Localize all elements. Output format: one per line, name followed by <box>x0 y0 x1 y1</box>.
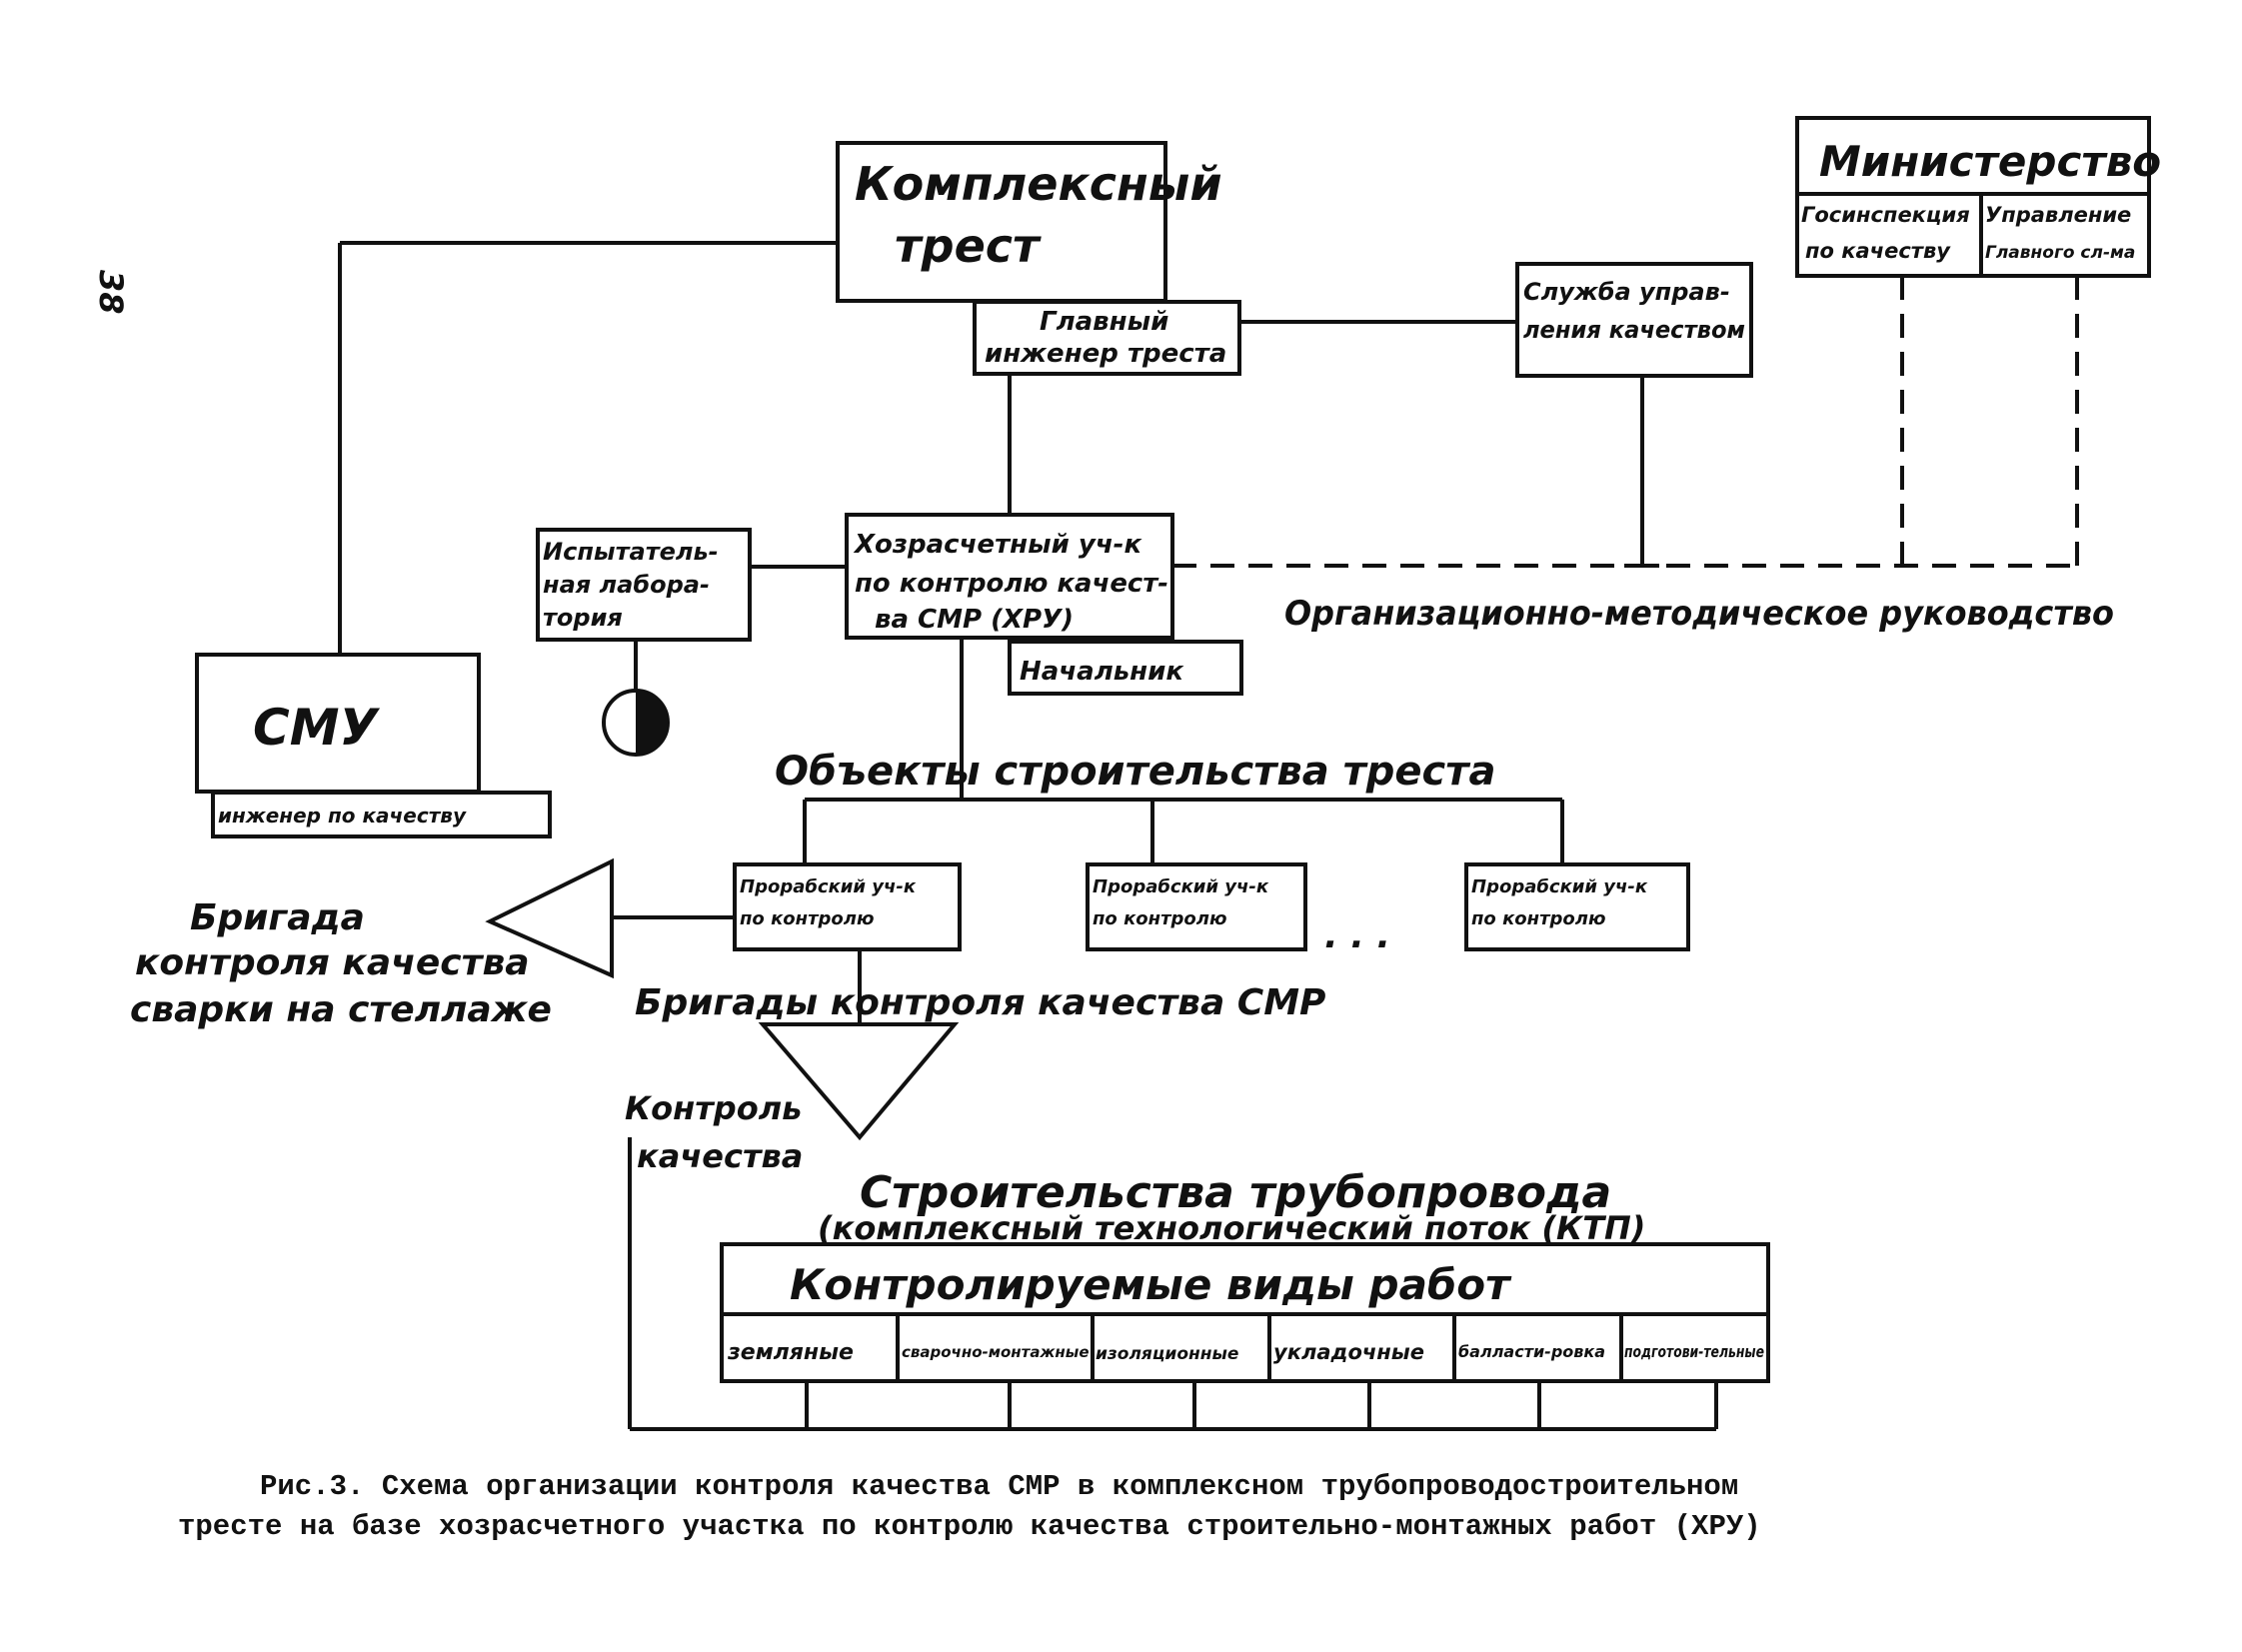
ministry-right-line2: Главного сл-ма <box>1985 243 2135 263</box>
welding-brigade-line1: Бригада <box>190 897 365 938</box>
lab-line3: тория <box>543 604 623 632</box>
objects-label: Объекты строительства треста <box>775 749 1495 795</box>
ministry-box: Министерство Госинспекция по качеству Уп… <box>1795 116 2161 278</box>
brigades-label: Бригады контроля качества СМР <box>635 982 1325 1023</box>
ellipsis-label: . . . <box>1324 915 1390 956</box>
ministry-left-line1: Госинспекция <box>1801 203 1970 227</box>
welding-brigade-line3: сварки на стеллаже <box>130 989 552 1030</box>
page-number: 38 <box>92 270 130 315</box>
head-box: Начальник <box>1008 640 1243 696</box>
quality-control-line2: качества <box>637 1137 803 1175</box>
org-method-lines <box>1172 276 2079 568</box>
section-3-line1: Прорабский уч-к <box>1471 876 1648 897</box>
caption-line2: тресте на базе хозрасчетного участка по … <box>178 1510 1761 1543</box>
khru-line1: Хозрасчетный уч-к <box>853 530 1142 560</box>
chief-engineer-line1: Главный <box>1040 307 1168 337</box>
trust-label-line1: Комплексный <box>855 157 1222 211</box>
chief-engineer-line2: инженер треста <box>985 339 1226 369</box>
lab-symbol-icon <box>602 640 670 757</box>
caption-line1: Рис.3. Схема организации контроля качест… <box>260 1470 1738 1503</box>
works-title: Контролируемые виды работ <box>790 1260 1512 1309</box>
works-cell-ballast: балласти-ровка <box>1458 1342 1605 1361</box>
section-box-1: Прорабский уч-к по контролю <box>733 862 962 951</box>
head-label: Начальник <box>1020 657 1184 687</box>
trust-label-line2: трест <box>895 219 1042 273</box>
quality-service-line2: ления качеством <box>1523 316 1745 344</box>
section-2-line1: Прорабский уч-к <box>1093 876 1269 897</box>
ministry-left-line2: по качеству <box>1805 239 1951 263</box>
section-1-line2: по контролю <box>740 908 874 929</box>
section-2-line2: по контролю <box>1093 908 1226 929</box>
quality-control-triangle-icon <box>758 1022 960 1141</box>
smu-label: СМУ <box>253 699 380 757</box>
khru-line3: ва СМР (ХРУ) <box>875 605 1074 635</box>
welding-brigade-line2: контроля качества <box>135 942 530 983</box>
welding-brigade-triangle-icon <box>485 857 735 979</box>
trust-box: Комплексный трест <box>836 141 1222 303</box>
khru-box: Хозрасчетный уч-к по контролю качест- ва… <box>845 513 1174 640</box>
works-cell-earth: земляные <box>727 1340 854 1365</box>
lab-line1: Испытатель- <box>543 538 719 566</box>
section-1-line1: Прорабский уч-к <box>740 876 917 897</box>
works-frame-lines <box>628 1137 1718 1431</box>
section-3-line2: по контролю <box>1471 908 1605 929</box>
section-box-3: Прорабский уч-к по контролю <box>1464 862 1690 951</box>
org-method-label: Организационно-методическое руководство <box>1284 594 2114 634</box>
chief-engineer-box: Главный инженер треста <box>973 300 1241 376</box>
smu-box: СМУ инженер по качеству <box>195 653 552 838</box>
khru-line2: по контролю качест- <box>855 569 1168 599</box>
section-box-2: Прорабский уч-к по контролю <box>1086 862 1307 951</box>
lab-line2: ная лабора- <box>543 571 710 599</box>
smu-sub-label: инженер по качеству <box>218 804 467 827</box>
works-box: Контролируемые виды работ земляные сваро… <box>720 1242 1770 1383</box>
works-cell-insulation: изоляционные <box>1096 1344 1238 1364</box>
works-cell-welding: сварочно-монтажные <box>902 1343 1090 1361</box>
construction-line2: (комплексный технологический поток (КТП) <box>818 1209 1645 1247</box>
quality-service-line1: Служба управ- <box>1523 278 1730 306</box>
works-cell-laying: укладочные <box>1273 1340 1424 1364</box>
quality-control-line1: Контроль <box>625 1089 802 1127</box>
lab-box: Испытатель- ная лабора- тория <box>536 528 752 642</box>
construction-line1: Строительства трубопровода <box>860 1167 1611 1218</box>
works-cell-preparatory: подготови-тельные <box>1624 1342 1764 1361</box>
ministry-right-line1: Управление <box>1985 203 2131 227</box>
quality-service-box: Служба управ- ления качеством <box>1515 262 1753 378</box>
ministry-title: Министерство <box>1819 137 2161 186</box>
